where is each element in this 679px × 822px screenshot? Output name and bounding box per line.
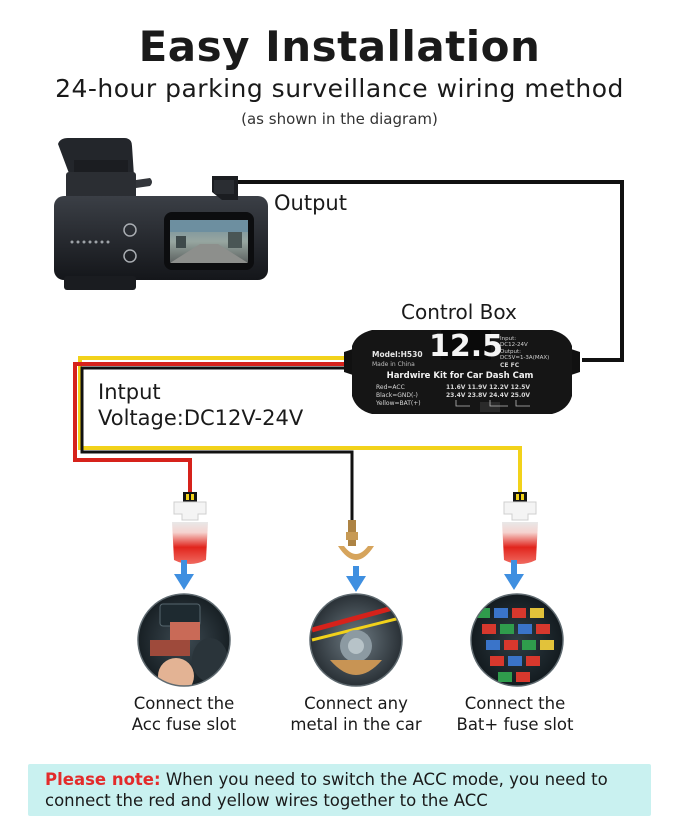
output-label: Output	[274, 191, 347, 215]
acc-fuse-photo	[137, 593, 231, 687]
bat-caption-line2: Bat+ fuse slot	[456, 715, 574, 734]
note-text: When you need to switch the ACC mode, yo…	[45, 770, 608, 810]
metal-ground-photo	[309, 593, 403, 687]
control-box-input-spec: DC12-24V	[500, 342, 528, 348]
control-box-label: Control Box	[401, 300, 517, 324]
input-wires	[73, 356, 522, 540]
acc-caption-line1: Connect the	[133, 694, 235, 713]
control-box-output-label: Output:	[500, 349, 521, 355]
note-label: Please note:	[45, 770, 161, 789]
voltage-display: 12.5	[429, 329, 503, 364]
control-box-model: Model:H530	[372, 350, 423, 359]
control-box-wire-black: Black=GND(-)	[376, 392, 418, 399]
control-box-made-in: Made in China	[372, 361, 415, 368]
control-box-kit-title: Hardwire Kit for Car Dash Cam	[387, 371, 534, 381]
control-box-input-label: Input:	[500, 336, 516, 342]
metal-caption: Connect any metal in the car	[266, 693, 446, 735]
acc-fuse-tap	[172, 492, 208, 564]
control-box-output-spec: DC5V=1-3A(MAX)	[500, 355, 549, 361]
metal-caption-line1: Connect any	[304, 694, 408, 713]
dash-cam	[54, 138, 268, 290]
direction-arrows	[174, 560, 524, 592]
arrow-down-icon	[346, 566, 366, 592]
arrow-down-icon	[504, 560, 524, 590]
page-subtitle: 24-hour parking surveillance wiring meth…	[55, 74, 624, 103]
metal-caption-line2: metal in the car	[290, 715, 422, 734]
output-wire	[236, 180, 624, 362]
control-box-row-12v: 11.6V 11.9V 12.2V 12.5V	[446, 384, 530, 391]
control-box: 12.5 Model:H530 Made in China Input: DC1…	[344, 329, 580, 414]
bat-fuse-photo	[470, 593, 564, 687]
control-box-wire-yellow: Yellow=BAT(+)	[375, 400, 421, 407]
page-title: Easy Installation	[138, 22, 541, 71]
note-box: Please note: When you need to switch the…	[28, 764, 651, 816]
control-box-marks: CE FC	[500, 362, 520, 369]
arrow-down-icon	[174, 560, 194, 590]
voltage-label: Voltage:DC12V-24V	[98, 406, 304, 430]
page-subnote: (as shown in the diagram)	[241, 110, 438, 128]
bat-caption-line1: Connect the	[464, 694, 566, 713]
acc-caption: Connect the Acc fuse slot	[94, 693, 274, 735]
control-box-row-24v: 23.4V 23.8V 24.4V 25.0V	[446, 392, 530, 399]
input-label: Intput	[98, 380, 161, 404]
acc-caption-line2: Acc fuse slot	[131, 715, 237, 734]
control-box-wire-red: Red=ACC	[376, 384, 405, 391]
bat-caption: Connect the Bat+ fuse slot	[425, 693, 605, 735]
bat-fuse-tap	[502, 492, 538, 564]
ground-ring-terminal	[338, 520, 374, 560]
